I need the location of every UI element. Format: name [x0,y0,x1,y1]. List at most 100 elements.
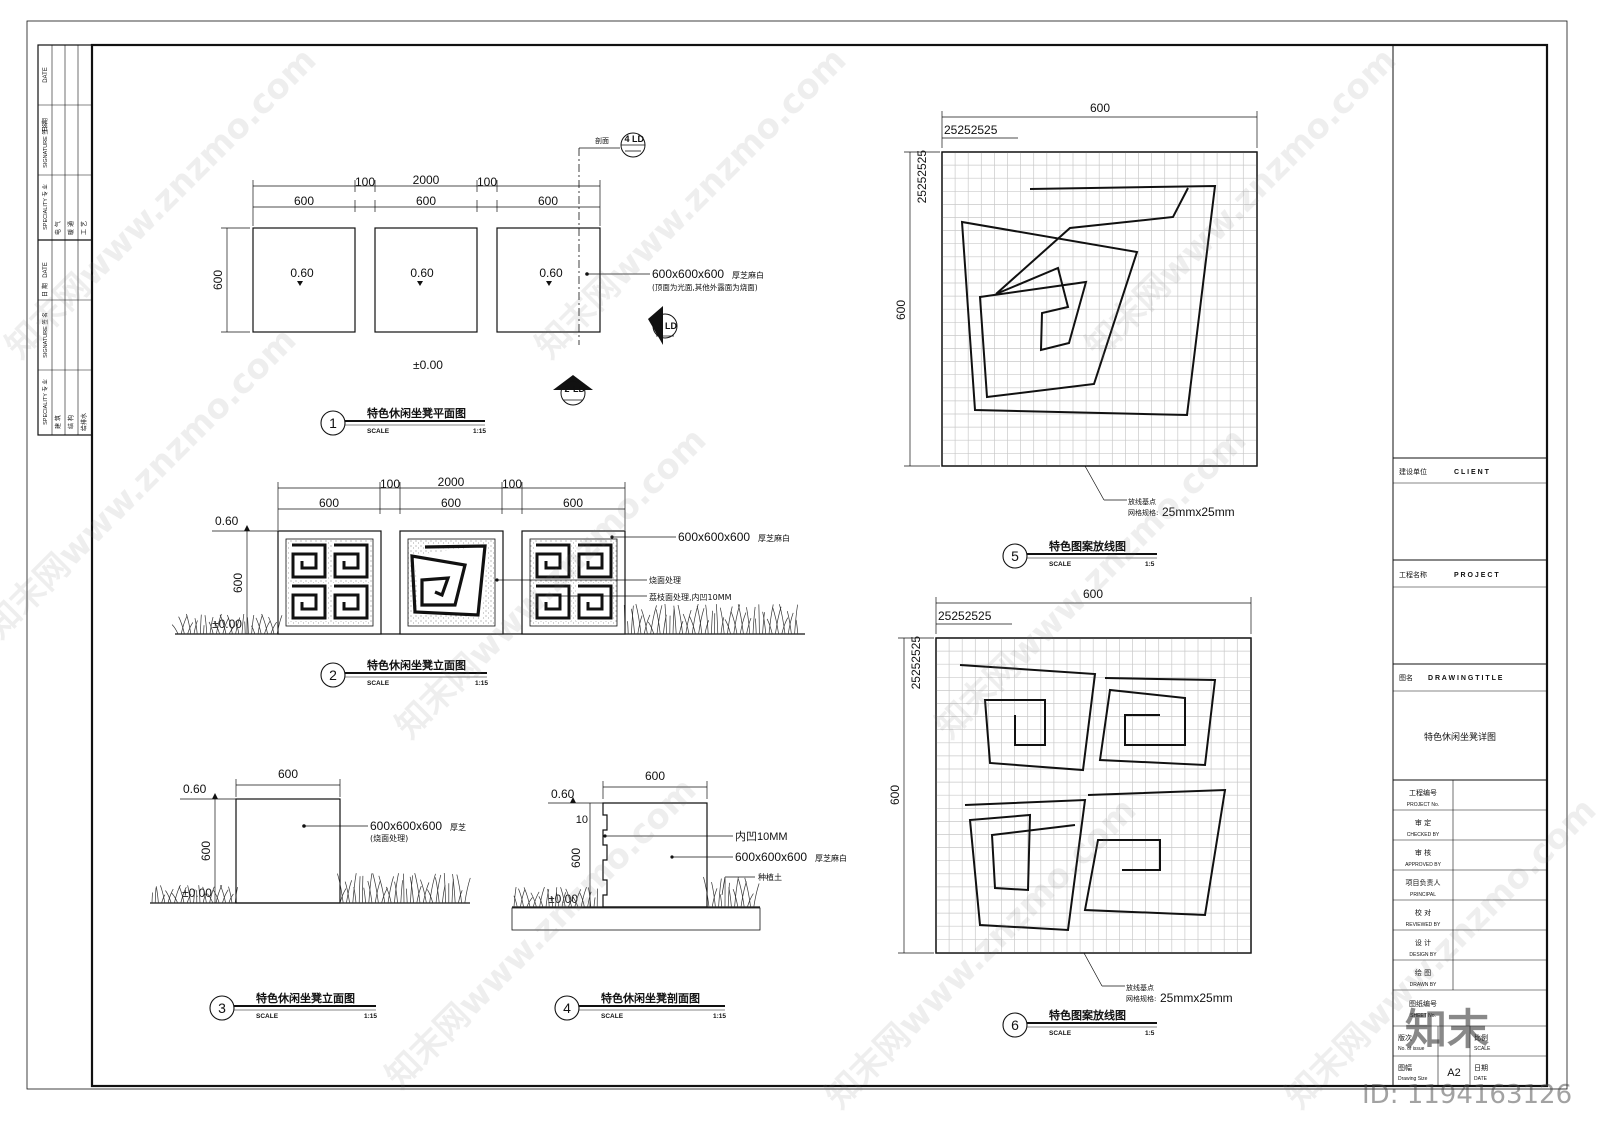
dim-600: 600 [231,573,245,593]
tb-row-cn: 项目负责人 [1406,878,1441,887]
view-title-6: 6 特色图案放线图 SCALE 1:5 [1002,1008,1157,1038]
watermark-text: 知末网www.znzmo.com [0,320,304,646]
side-note-burn: (烧面处理) [370,833,408,843]
rev-discipline: 结 构 [67,415,75,429]
grid-note-1: 放线基点 [1128,497,1156,506]
side-stone [235,798,341,904]
view-title-2: 2 特色休闲坐凳立面图 SCALE 1:15 [320,658,488,688]
rev-discipline: 工 艺 [80,221,88,235]
grid-size: 25mmx25mm [1160,991,1233,1005]
svg-text:特色休闲坐凳剖面图: 特色休闲坐凳剖面图 [601,991,700,1005]
dim-100: 100 [502,477,522,491]
plan-note-stone: 600x600x600 [652,267,724,281]
section-stone [602,802,708,908]
dim-25-top: 25252525 [938,609,992,623]
project-value: P R O J E C T [1454,572,1499,579]
title-block: 建设单位 C L I E N T 工程名称 P R O J E C T 图名 D… [1393,457,1547,1086]
view-title-1: 1 特色休闲坐凳平面图 SCALE 1:15 [320,406,486,436]
svg-text:3: 3 [657,321,662,331]
svg-text:特色图案放线图: 特色图案放线图 [1049,1008,1126,1022]
plan-seat-3 [496,227,601,333]
section-mark-label: 剖面 [595,136,609,145]
tb-row-en: CHECKED BY [1407,832,1440,838]
pattern-6-fret [959,664,1227,932]
rev-header: SPECIALITY 专 业 [41,184,49,230]
watermark-logo: 知末 [1405,1005,1489,1054]
svg-text:1:15: 1:15 [475,680,488,687]
svg-text:5: 5 [1011,548,1019,564]
watermark-text: 知末网www.znzmo.com [1278,790,1600,1116]
outer-frame [26,20,1568,1090]
dim-600: 600 [278,767,298,781]
tb-row-en: REVIEWED BY [1406,922,1441,928]
dim-2000: 2000 [438,475,465,489]
svg-text:4: 4 [563,1000,571,1016]
dim-600: 600 [563,496,583,510]
tb-row-cn: 工程编号 [1409,788,1437,797]
section-note-soil: 种植土 [758,872,782,882]
level-000: ±0.00 [413,358,443,372]
dim-25-top: 25252525 [944,123,998,137]
client-label: 建设单位 [1399,467,1427,476]
dim-25-side: 25252525 [909,636,923,690]
tb-row-cn: 图纸编号 [1409,999,1437,1008]
watermark-text: 知末网www.znzmo.com [528,40,854,366]
svg-text:1:15: 1:15 [713,1013,726,1020]
pattern-5-spiral [960,184,1217,417]
section-note-recess: 内凹10MM [735,829,788,843]
dim-100: 100 [380,477,400,491]
plan-note-suffix: 厚芝麻白 [732,270,764,280]
svg-text:SCALE: SCALE [367,680,390,687]
dim-100: 100 [355,175,375,189]
dim-600: 600 [1083,587,1103,601]
callout-3-ld: 3 LD [648,306,678,345]
svg-text:1:15: 1:15 [364,1013,377,1020]
size-label: 图幅 [1398,1063,1412,1072]
version-label: 版次 [1398,1033,1412,1042]
svg-text:2: 2 [564,384,569,394]
elev-note-suffix: 厚芝麻白 [758,533,790,543]
svg-text:2: 2 [329,667,337,683]
dim-600: 600 [894,300,908,320]
dim-10: 10 [576,814,588,826]
dim-600: 600 [294,194,314,208]
date-en: DATE [1474,1076,1488,1082]
elevation-seat-2 [399,530,504,635]
scale-label: 比例 [1474,1033,1488,1042]
rev-header: SIGNATURE 签 名 [41,122,49,168]
side-note-stone: 600x600x600 [370,819,442,833]
version-en: No. of issue [1398,1046,1425,1052]
view-title-4: 4 特色休闲坐凳剖面图 SCALE 1:15 [554,991,726,1021]
svg-text:6: 6 [1011,1017,1019,1033]
svg-text:LD: LD [632,134,644,144]
level-060: 0.60 [539,266,563,280]
rev-header: 日 期 [41,118,49,132]
callout-2-ld: 2 LD [553,375,593,406]
dim-600: 600 [211,270,225,290]
rev-discipline: 给排水 [80,413,88,431]
rev-discipline: 建 筑 [54,415,62,429]
rev-header: DATE [43,262,49,278]
svg-text:SCALE: SCALE [1049,561,1072,568]
elevation-view-2: 100 2000 100 600 600 600 0.60 600 ±0.00 … [171,475,805,635]
dim-600: 600 [319,496,339,510]
grid-note-1: 放线基点 [1126,983,1154,992]
scale-en: SCALE [1474,1046,1491,1052]
svg-text:SCALE: SCALE [601,1013,624,1020]
date-label: 日期 [1474,1064,1488,1072]
svg-text:SCALE: SCALE [367,428,390,435]
tb-row-en: SHEET No. [1410,1013,1436,1019]
plan-note-sub: (顶面为光面,其他外露面为烧面) [652,282,758,292]
side-note-suffix: 厚芝 [450,822,466,832]
tb-row-cn: 审 定 [1415,818,1431,827]
elevation-view-3: 600 0.60 600 ±0.00 600x600x600 厚芝 (烧面处理) [150,767,471,904]
svg-text:LD: LD [665,321,677,331]
grid-note-2: 网格规格: [1128,508,1158,517]
grid-note-2: 网格规格: [1126,994,1156,1003]
inner-frame [90,43,1549,1088]
rev-header: SPECIALITY 专 业 [41,379,49,425]
level-060: 0.60 [410,266,434,280]
dim-600: 600 [1090,101,1110,115]
svg-text:3: 3 [218,1000,226,1016]
dim-600: 600 [538,194,558,208]
